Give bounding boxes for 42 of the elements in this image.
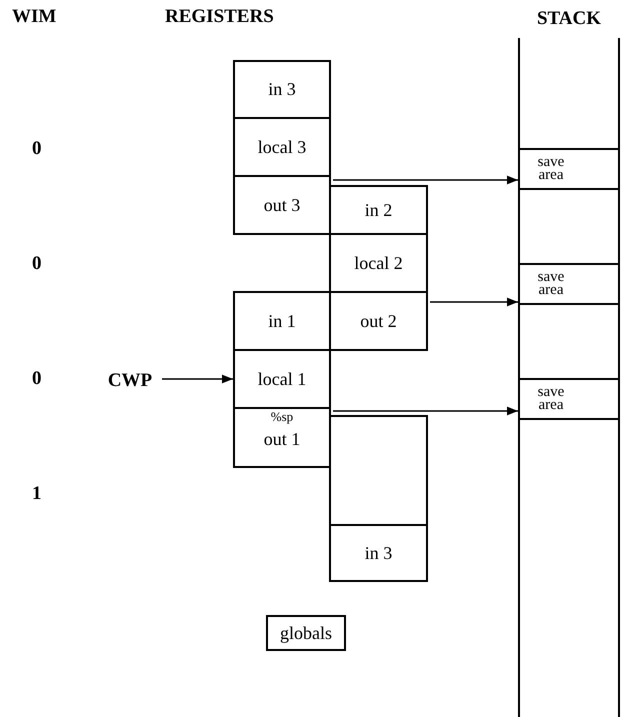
save-area-text: save area (536, 386, 566, 412)
save-area-box (518, 378, 620, 420)
register-box (329, 291, 428, 351)
arrow (430, 298, 518, 306)
bit-value: 0 (32, 138, 42, 160)
bit-value: 0 (32, 253, 42, 275)
register-box (329, 233, 428, 293)
register-box (233, 407, 331, 468)
register-name: out 3 (264, 194, 300, 216)
save-area-text: save area (536, 156, 566, 182)
register-name: out 2 (360, 310, 397, 332)
register-box (233, 60, 331, 119)
pointer-label: %sp (270, 410, 294, 423)
register-box (233, 291, 331, 351)
register-name: local 1 (258, 368, 306, 390)
bit-value: 1 (32, 483, 42, 505)
register-box (329, 415, 428, 526)
register-name: in 2 (364, 200, 392, 220)
save-area-text: save area (536, 271, 566, 297)
register-name: in 3 (364, 542, 392, 564)
pointer-text: CWP (108, 370, 152, 392)
register-name: in 3 (268, 79, 296, 100)
column-heading: WIM (12, 6, 56, 28)
bit-value: 0 (32, 368, 42, 390)
register-name: local 2 (354, 252, 403, 274)
register-box (233, 349, 331, 409)
save-area-box (518, 148, 620, 190)
register-name: globals (280, 622, 332, 644)
arrow (162, 374, 233, 384)
arrow (333, 176, 518, 184)
arrow (333, 406, 518, 416)
save-area-box (518, 263, 620, 305)
register-box (233, 175, 331, 235)
register-box (233, 117, 331, 177)
column-heading: STACK (536, 8, 602, 30)
register-box (329, 524, 428, 582)
register-name: in 1 (268, 310, 296, 332)
register-name: out 1 (264, 429, 300, 450)
register-name: local 3 (258, 136, 306, 158)
register-box (329, 185, 428, 235)
column-heading: REGISTERS (165, 6, 274, 28)
register-box (266, 615, 346, 651)
